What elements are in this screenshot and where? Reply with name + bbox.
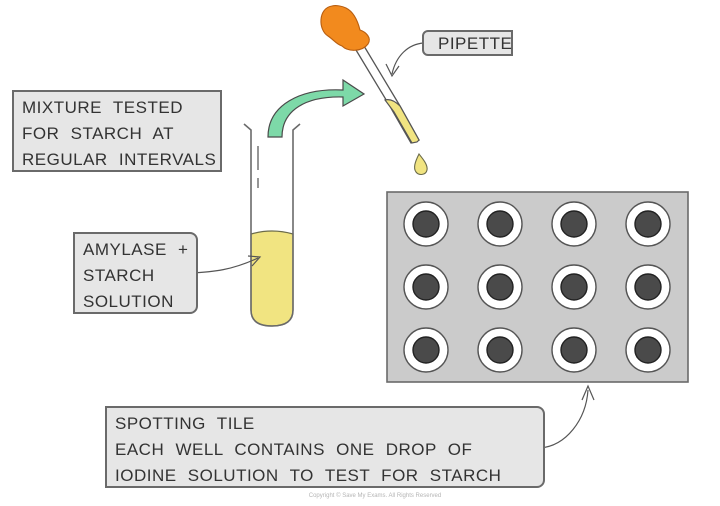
- iodine-drop-in-well: [486, 210, 514, 238]
- amylase-pointer: [188, 255, 262, 275]
- iodine-drop-in-well: [634, 336, 662, 364]
- well: [477, 264, 523, 310]
- mixture-label-line: FOR STARCH AT: [22, 124, 174, 143]
- tile-label-line: EACH WELL CONTAINS ONE DROP OF: [115, 440, 473, 459]
- well: [625, 327, 671, 373]
- iodine-drop-in-well: [486, 273, 514, 301]
- well: [403, 201, 449, 247]
- iodine-drop-in-well: [560, 336, 588, 364]
- iodine-drop-in-well: [412, 273, 440, 301]
- iodine-drop-in-well: [560, 210, 588, 238]
- amylase-label-line: STARCH: [83, 266, 155, 285]
- pipette-label-text: PIPETTE: [438, 34, 513, 53]
- tile-pointer: [538, 384, 595, 450]
- tile-label-line: IODINE SOLUTION TO TEST FOR STARCH: [115, 466, 502, 485]
- pipette-label: PIPETTE: [422, 30, 513, 56]
- amylase-label-line: SOLUTION: [83, 292, 174, 311]
- well: [625, 201, 671, 247]
- tube-solution: [250, 230, 294, 327]
- iodine-drop-in-well: [412, 336, 440, 364]
- mixture-label-line: MIXTURE TESTED: [22, 98, 183, 117]
- well: [403, 327, 449, 373]
- mixture-label: MIXTURE TESTED FOR STARCH AT REGULAR INT…: [12, 90, 222, 172]
- amylase-label: AMYLASE + STARCH SOLUTION: [73, 232, 198, 314]
- tile-label-line: SPOTTING TILE: [115, 414, 255, 433]
- well: [403, 264, 449, 310]
- iodine-drop-in-well: [412, 210, 440, 238]
- mixture-label-line: REGULAR INTERVALS: [22, 150, 217, 169]
- iodine-drop: [414, 152, 428, 175]
- spotting-tile: [386, 191, 689, 383]
- transfer-arrow: [267, 78, 366, 138]
- iodine-drop-in-well: [486, 336, 514, 364]
- well: [551, 264, 597, 310]
- well: [625, 264, 671, 310]
- iodine-drop-in-well: [634, 273, 662, 301]
- spotting-tile-label: SPOTTING TILE EACH WELL CONTAINS ONE DRO…: [105, 406, 545, 488]
- well: [477, 327, 523, 373]
- amylase-label-line: AMYLASE +: [83, 240, 189, 259]
- pipette: [320, 5, 428, 175]
- well: [551, 201, 597, 247]
- iodine-drop-in-well: [634, 210, 662, 238]
- pipette-pointer: [385, 41, 426, 78]
- well: [551, 327, 597, 373]
- iodine-drop-in-well: [560, 273, 588, 301]
- well: [477, 201, 523, 247]
- pipette-bulb: [320, 5, 370, 51]
- test-tube: [243, 123, 301, 327]
- copyright-notice: Copyright © Save My Exams. All Rights Re…: [308, 493, 442, 499]
